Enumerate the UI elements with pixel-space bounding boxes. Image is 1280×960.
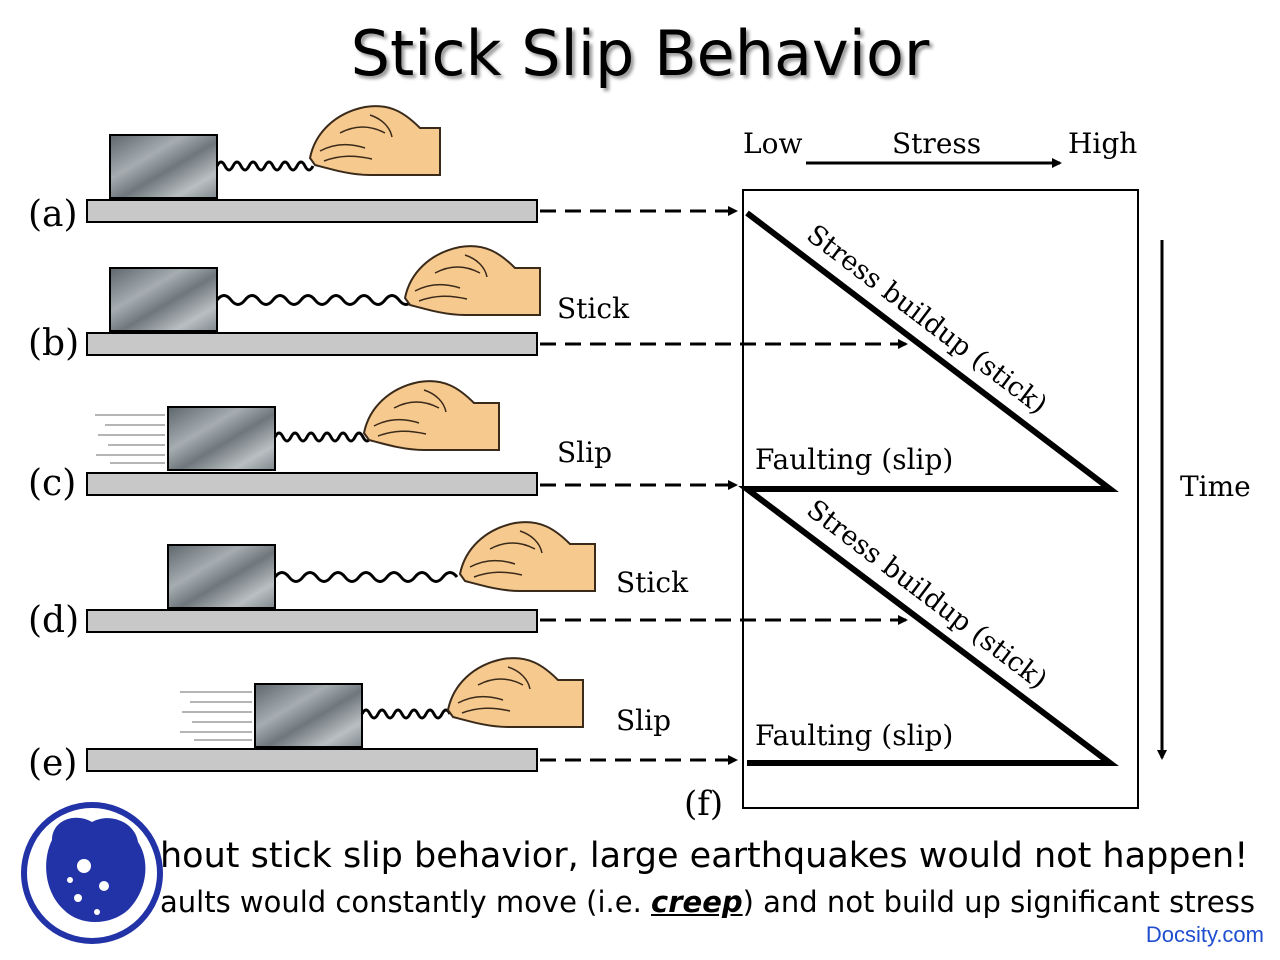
fault-label: Faulting (slip) — [755, 443, 953, 476]
sliding-block — [167, 406, 276, 471]
panel-label: (e) — [28, 743, 77, 784]
hand-icon — [308, 105, 441, 176]
stress-curve — [738, 210, 1119, 766]
buildup-label: Stress buildup (stick) — [801, 494, 1053, 696]
table-slab — [86, 748, 538, 772]
panel-state: Stick — [616, 566, 689, 599]
spring — [273, 431, 373, 443]
bullet-line-2-pre: aults would constantly move (i.e. — [160, 885, 652, 919]
table-slab — [86, 472, 538, 496]
stress-time-graph: Low Stress High Stress buildup (stick) S… — [684, 127, 1251, 824]
sliding-block — [167, 544, 276, 609]
graph-frame — [742, 189, 1139, 809]
panel-b: (b) Stick — [28, 245, 908, 364]
sliding-block — [109, 267, 218, 332]
graph-label: (f) — [684, 784, 723, 824]
hand-icon — [446, 657, 584, 728]
spring — [360, 708, 452, 720]
spring — [215, 294, 415, 306]
sliding-block — [109, 134, 218, 199]
table-slab — [86, 332, 538, 356]
stress-high-label: High — [1068, 127, 1137, 160]
panel-label: (d) — [28, 600, 79, 641]
bullet-line-1: hout stick slip behavior, large earthqua… — [160, 836, 1249, 876]
creep-term: creep — [651, 885, 743, 919]
spring — [215, 160, 315, 172]
panel-a: (a) — [28, 105, 738, 235]
docsity-logo-icon — [21, 802, 163, 944]
bullet-line-2: aults would constantly move (i.e. creep)… — [160, 883, 1255, 921]
sliding-block — [254, 683, 363, 748]
fault-label: Faulting (slip) — [755, 719, 953, 752]
panel-c: (c) Slip — [28, 380, 738, 504]
table-slab — [86, 199, 538, 223]
buildup-label: Stress buildup (stick) — [801, 219, 1053, 421]
docsity-watermark[interactable]: Docsity.com — [1145, 922, 1264, 947]
stress-low-label: Low — [743, 127, 802, 160]
stress-axis-title: Stress — [892, 127, 981, 160]
panel-state: Stick — [557, 292, 630, 325]
slide-title: Stick Slip Behavior — [350, 17, 930, 90]
panel-state: Slip — [616, 704, 671, 737]
hand-icon — [362, 380, 500, 451]
bullet-line-2-post: ) and not build up significant stress — [742, 885, 1255, 919]
panel-d: (d) Stick — [28, 521, 908, 641]
panel-label: (b) — [28, 323, 79, 364]
spring — [273, 571, 459, 583]
panel-label: (a) — [28, 194, 78, 235]
panel-e: (e) Slip — [28, 657, 738, 784]
motion-lines — [95, 414, 165, 464]
table-slab — [86, 609, 538, 633]
motion-lines — [180, 691, 252, 741]
time-axis-label: Time — [1180, 470, 1251, 503]
panel-label: (c) — [28, 463, 76, 504]
hand-icon — [403, 245, 541, 316]
panel-state: Slip — [557, 436, 612, 469]
hand-icon — [458, 521, 596, 592]
